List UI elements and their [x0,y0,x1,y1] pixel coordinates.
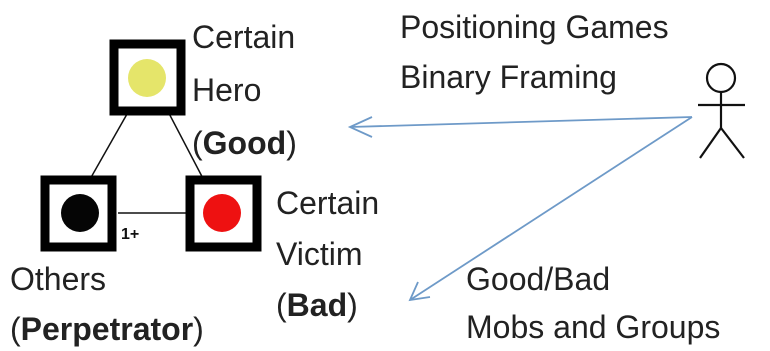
hero-role: (Good) [192,125,297,161]
hero-node [109,39,186,116]
hero-circle [128,59,166,97]
observer-title-line1: Positioning Games [400,9,669,45]
observer-bottom-line1: Good/Bad [466,261,610,297]
arrow-to-hero [349,116,693,128]
others-label: Others [10,261,106,297]
edge-label: 1+ [121,226,139,243]
victim-label-line2: Victim [276,236,363,272]
observer-title-line2: Binary Framing [400,59,617,95]
others-node [40,175,117,252]
others-circle [61,194,99,232]
arrow-to-hero-head [347,116,373,138]
victim-circle [203,194,241,232]
victim-node [185,175,262,252]
others-role: (Perpetrator) [10,311,204,347]
observer-arrows [347,116,693,302]
arrow-to-victim-head [408,281,431,302]
stick-figure-icon [698,62,745,159]
observer-bottom-line2: Mobs and Groups [466,309,720,345]
hero-label-line1: Certain [192,19,295,55]
arrow-to-victim [409,116,693,301]
victim-label-line1: Certain [276,185,379,221]
victim-role: (Bad) [276,287,358,323]
hero-label-line2: Hero [192,72,261,108]
